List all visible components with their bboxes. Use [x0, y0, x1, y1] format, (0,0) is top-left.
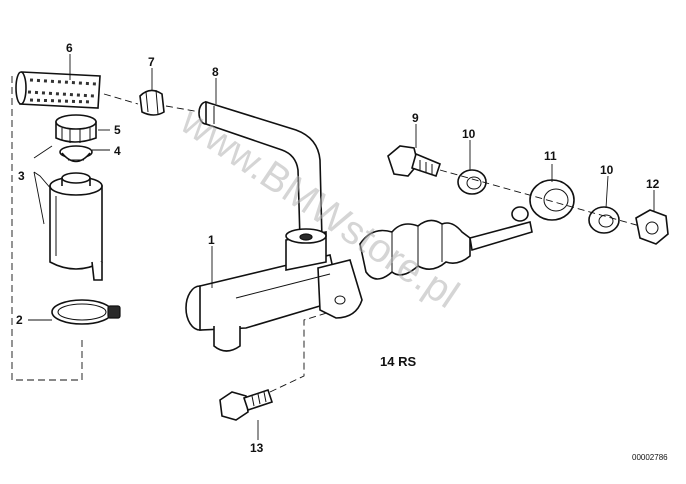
callout-12: 12	[646, 177, 660, 191]
callout-7: 7	[148, 55, 155, 69]
bolt-part-9	[387, 145, 441, 178]
nut-part-12	[635, 209, 669, 245]
master-cylinder-part-1	[185, 228, 363, 352]
callout-3: 3	[18, 169, 25, 183]
callout-9: 9	[412, 111, 419, 125]
clamp-part-7	[139, 89, 165, 116]
callout-4: 4	[114, 144, 121, 158]
washer-part-10-a	[457, 169, 487, 195]
bolt-part-13	[219, 388, 274, 421]
callout-5: 5	[114, 123, 121, 137]
callout-6: 6	[66, 41, 73, 55]
reference-number: 00002786	[632, 453, 668, 462]
boot-and-pushrod	[359, 206, 533, 280]
hose-clip-part-2	[51, 299, 121, 325]
callout-1: 1	[208, 233, 215, 247]
reservoir-cap-part-5	[55, 114, 97, 143]
assembly-line-bottom	[269, 311, 331, 393]
callout-13: 13	[250, 441, 264, 455]
hose-part-6	[15, 71, 101, 109]
diagram-note: 14 RS	[380, 354, 416, 369]
callout-2: 2	[16, 313, 23, 327]
eye-fitting-part-11	[529, 179, 575, 221]
leader-lines	[28, 54, 655, 440]
washer-part-10-b	[588, 206, 620, 234]
assembly-line-right	[439, 169, 641, 227]
callout-10-a: 10	[462, 127, 476, 141]
callout-10-b: 10	[600, 163, 614, 177]
strainer-part-4	[59, 145, 93, 163]
callout-8: 8	[212, 65, 219, 79]
reservoir-part-3	[49, 172, 103, 281]
callout-11: 11	[544, 149, 557, 163]
assembly-line-clamp	[165, 105, 201, 113]
assembly-line-hose	[103, 93, 139, 105]
